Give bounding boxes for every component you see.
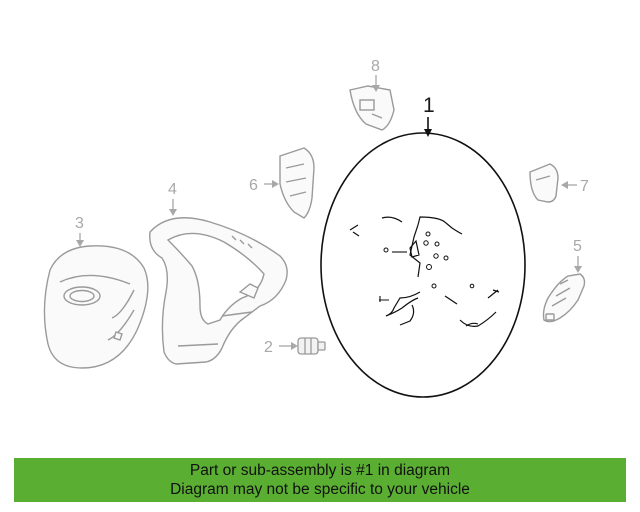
banner-line-1: Part or sub-assembly is #1 in diagram (189, 462, 451, 479)
part-1-steering-wheel[interactable] (320, 132, 526, 398)
callout-5-leader (574, 256, 582, 273)
callout-2-leader (279, 342, 298, 350)
part-6-left-switch[interactable] (279, 147, 315, 219)
callout-2-label: 2 (264, 339, 273, 356)
part-7-side-switch[interactable] (529, 163, 559, 203)
part-2-clip[interactable] (297, 337, 326, 355)
callout-6-leader (264, 180, 279, 188)
callout-6-label: 6 (249, 177, 258, 194)
callout-4-leader (169, 199, 177, 216)
banner-line-2: Diagram may not be specific to your vehi… (170, 481, 470, 498)
info-banner: Part or sub-assembly is #1 in diagram Di… (14, 458, 626, 502)
part-8-bracket[interactable] (349, 85, 395, 131)
callout-1-label: 1 (423, 94, 435, 117)
callout-1-leader (424, 117, 432, 137)
part-4-back-cover[interactable] (149, 217, 288, 365)
parts-diagram: 1 2 3 4 (43, 58, 589, 398)
callout-3-label: 3 (75, 215, 84, 232)
callout-8-label: 8 (371, 58, 380, 75)
callout-8-leader (372, 75, 380, 92)
part-3-airbag-module[interactable] (43, 245, 149, 369)
callout-4-label: 4 (168, 181, 177, 198)
part-5-right-switch[interactable] (542, 273, 586, 323)
callout-5-label: 5 (573, 238, 582, 255)
callout-7-leader (561, 181, 577, 189)
callout-7-label: 7 (580, 178, 589, 195)
callout-3-leader (76, 233, 84, 247)
